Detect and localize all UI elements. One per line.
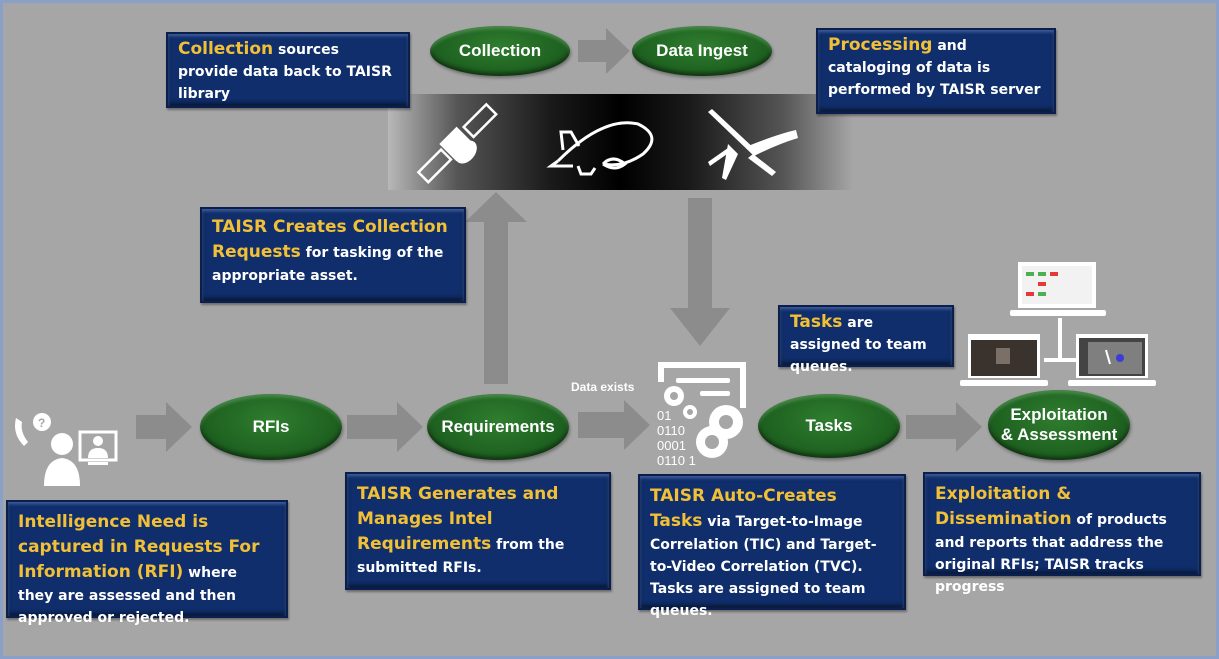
callout-highlight: TAISR Creates Collection Requests bbox=[212, 217, 448, 262]
laptop-icon bbox=[1068, 334, 1156, 386]
node-tasks-label: Tasks bbox=[805, 416, 853, 435]
callout-text: from the submitted RFIs. bbox=[357, 537, 565, 576]
svg-text:?: ? bbox=[38, 416, 45, 430]
binary-line: 0110 bbox=[657, 423, 685, 438]
callout-intelligence-need: Intelligence Need is captured in Request… bbox=[6, 500, 288, 626]
arrow-need-to-rfis bbox=[136, 402, 192, 452]
binary-data-text: 01 0110 0001 0110 1 bbox=[657, 408, 696, 468]
callout-processing: Processing and cataloging of data is per… bbox=[816, 28, 1056, 114]
connector-icon bbox=[1044, 318, 1076, 362]
node-requirements: Requirements bbox=[427, 394, 569, 460]
callout-highlight: Exploitation & Dissemination bbox=[935, 484, 1072, 529]
node-collection-label: Collection bbox=[458, 41, 542, 60]
callout-highlight: Intelligence Need is captured in Request… bbox=[18, 512, 260, 582]
satellite-icon bbox=[416, 102, 498, 184]
node-exploitation: Exploitation& Assessment bbox=[988, 390, 1130, 460]
analyst-icon: ? bbox=[15, 413, 118, 486]
callout-highlight: Processing bbox=[828, 35, 933, 55]
node-rfis: RFIs bbox=[200, 394, 342, 460]
node-tasks: Tasks bbox=[758, 394, 900, 458]
callout-text: for tasking of the appropriate asset. bbox=[212, 245, 444, 284]
label-line: & Assessment bbox=[1000, 425, 1118, 444]
processing-gears-icon bbox=[658, 362, 746, 458]
callout-exploitation: Exploitation & Dissemination of products… bbox=[923, 472, 1201, 595]
node-requirements-label: Requirements bbox=[441, 417, 555, 436]
callout-requirements: TAISR Generates and Manages Intel Requir… bbox=[345, 472, 611, 590]
arrow-ingest-to-processing bbox=[670, 198, 730, 346]
edge-label-data-exists: Data exists bbox=[571, 380, 635, 394]
callout-text: where they are assessed and then approve… bbox=[18, 565, 237, 626]
airship-icon bbox=[546, 121, 654, 176]
callout-auto-creates: TAISR Auto-Creates Tasks via Target-to-I… bbox=[638, 474, 906, 619]
node-data-ingest-label: Data Ingest bbox=[656, 41, 748, 60]
arrow-requirements-to-processing bbox=[578, 400, 650, 450]
laptop-icon bbox=[960, 334, 1048, 386]
node-exploitation-label: Exploitation& Assessment bbox=[1001, 405, 1118, 445]
node-rfis-label: RFIs bbox=[252, 417, 290, 436]
callout-highlight: Tasks bbox=[790, 312, 843, 332]
label-line: Exploitation bbox=[1010, 405, 1108, 424]
arrow-collection-to-ingest bbox=[578, 28, 630, 74]
callout-highlight: Collection bbox=[178, 39, 274, 59]
callout-text: via Target-to-Image Correlation (TIC) an… bbox=[650, 514, 877, 619]
laptop-icon bbox=[1010, 262, 1106, 316]
arrow-rfis-to-requirements bbox=[347, 402, 423, 452]
arrow-requirements-to-collection bbox=[465, 192, 527, 384]
collection-assets-strip bbox=[388, 94, 853, 190]
callout-highlight: TAISR Auto-Creates Tasks bbox=[650, 486, 837, 531]
arrow-tasks-to-exploitation bbox=[906, 402, 982, 452]
callout-collection-requests: TAISR Creates Collection Requests for ta… bbox=[200, 207, 466, 303]
callout-collection: Collection sources provide data back to … bbox=[166, 32, 410, 108]
node-data-ingest: Data Ingest bbox=[632, 26, 772, 76]
drone-icon bbox=[708, 109, 798, 180]
callout-text: are assigned to team queues. bbox=[790, 315, 927, 375]
callout-text: sources provide data back to TAISR libra… bbox=[178, 42, 392, 102]
callout-text: of products and reports that address the… bbox=[935, 512, 1167, 595]
binary-line: 01 bbox=[657, 408, 672, 423]
callout-highlight: TAISR Generates and Manages Intel Requir… bbox=[357, 484, 559, 554]
node-collection: Collection bbox=[430, 26, 570, 76]
callout-tasks-assigned: Tasks are assigned to team queues. bbox=[778, 305, 954, 375]
callout-text: and cataloging of data is performed by T… bbox=[828, 38, 1041, 98]
binary-line: 0110 1 bbox=[657, 453, 696, 468]
binary-line: 0001 bbox=[657, 438, 686, 453]
